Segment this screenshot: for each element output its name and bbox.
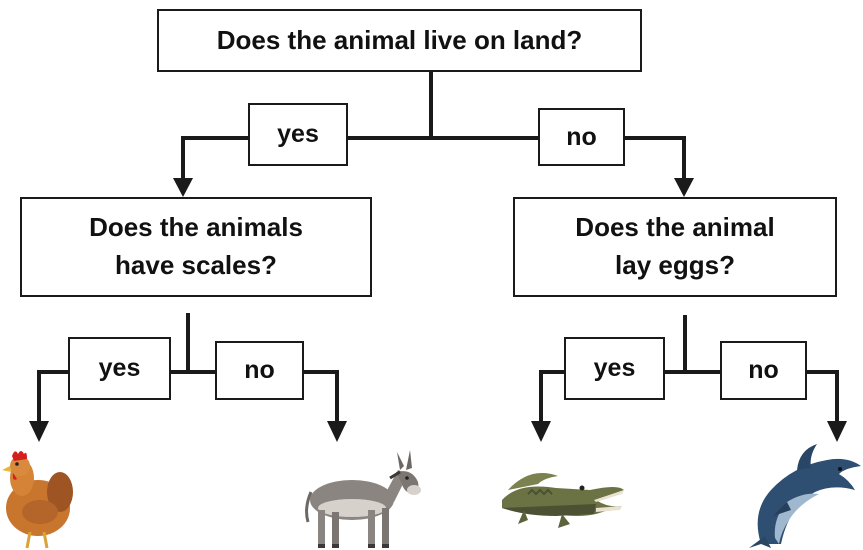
- scales-question: Does the animals have scales?: [20, 197, 372, 297]
- root-yes-label: yes: [248, 103, 348, 166]
- root-no-label: no: [538, 108, 625, 166]
- scales-no-label: no: [215, 341, 304, 400]
- eggs-yes-label: yes: [564, 337, 665, 400]
- root-question: Does the animal live on land?: [157, 9, 642, 72]
- dolphin-icon: [749, 444, 861, 548]
- chicken-icon: [2, 451, 73, 549]
- scales-yes-label: yes: [68, 337, 171, 400]
- eggs-question-line1: Does the animal: [575, 212, 775, 243]
- donkey-icon: [305, 450, 421, 548]
- scales-question-line1: Does the animals: [89, 212, 303, 243]
- crocodile-icon: [502, 473, 624, 528]
- eggs-question-line2: lay eggs?: [615, 250, 735, 280]
- eggs-no-label: no: [720, 341, 807, 400]
- eggs-question: Does the animal lay eggs?: [513, 197, 837, 297]
- scales-question-line2: have scales?: [115, 250, 277, 280]
